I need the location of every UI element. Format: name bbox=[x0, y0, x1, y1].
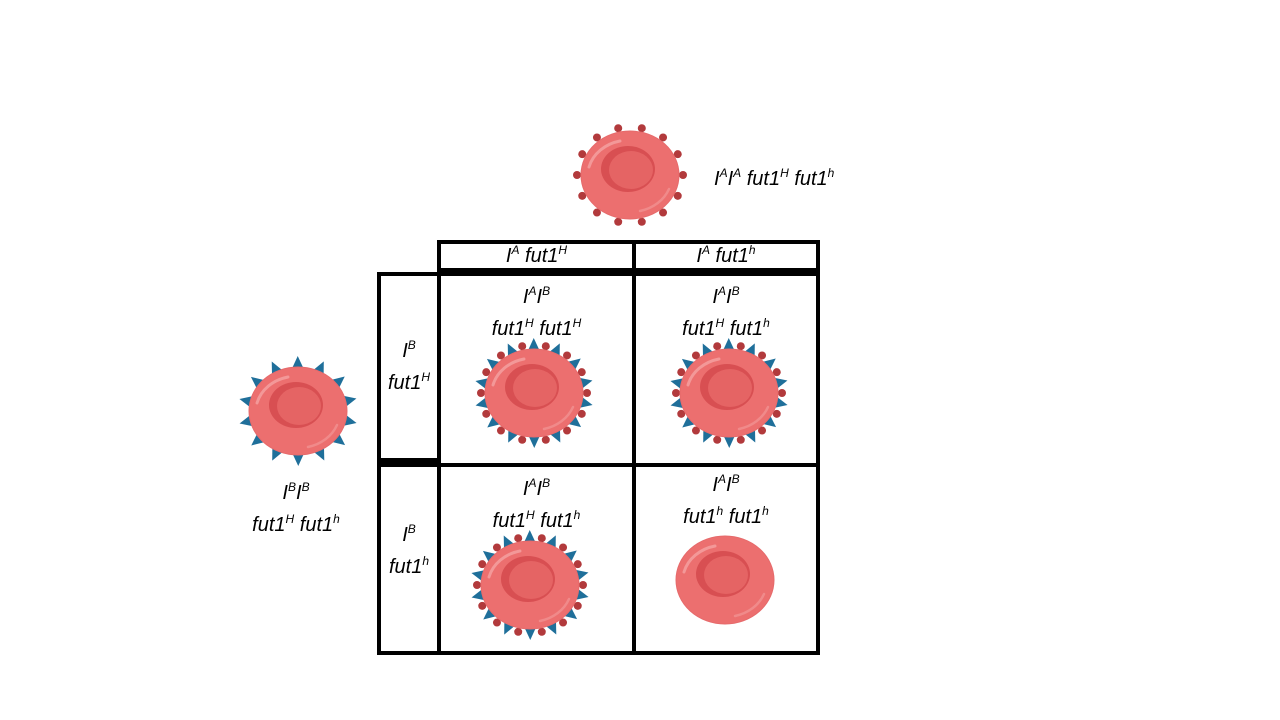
parent-left-genotype-line1: IBIB bbox=[282, 480, 310, 504]
col-header-2: IA fut1h bbox=[696, 243, 756, 267]
red-blood-cell-a-antigen-icon bbox=[573, 124, 687, 226]
cell-4-genotype: IAIB fut1h fut1h bbox=[683, 472, 769, 528]
parent-left-genotype: IBIB fut1H fut1h bbox=[228, 478, 364, 542]
red-blood-cell-ab-antigen-icon bbox=[670, 338, 788, 448]
cell-2-genotype: IAIB fut1H fut1h bbox=[682, 284, 770, 340]
red-blood-cell-plain-icon bbox=[675, 535, 775, 625]
row-header-2: IB fut1h bbox=[388, 522, 430, 578]
red-blood-cell-ab-antigen-icon bbox=[475, 338, 593, 448]
cell-4-rbc bbox=[665, 525, 785, 635]
cell-2-rbc bbox=[669, 338, 789, 448]
red-blood-cell-ab-antigen-icon bbox=[471, 530, 589, 640]
parent-top-cell bbox=[570, 120, 690, 230]
cell-3-genotype: IAIB fut1H fut1h bbox=[492, 476, 581, 532]
col-header-1: IA fut1H bbox=[505, 243, 568, 267]
parent-left-cell bbox=[238, 356, 358, 466]
row-header-1: IB fut1H bbox=[387, 338, 431, 394]
cell-1-genotype: IAIB fut1H fut1H bbox=[491, 284, 582, 340]
cell-1-rbc bbox=[474, 338, 594, 448]
cell-3-rbc bbox=[470, 530, 590, 640]
parent-left-genotype-line2: fut1H fut1h bbox=[252, 512, 340, 536]
parent-top-genotype: IAIA fut1H fut1h bbox=[714, 166, 835, 190]
red-blood-cell-b-antigen-icon bbox=[239, 356, 357, 466]
